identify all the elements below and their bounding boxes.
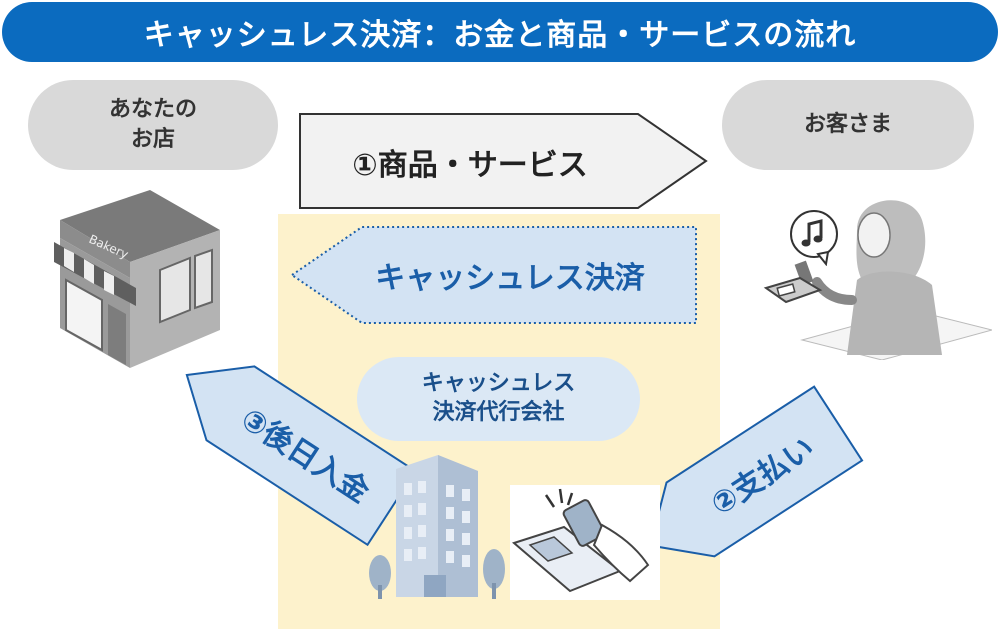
payment-arrow-shape bbox=[648, 385, 864, 558]
cashless-arrow bbox=[290, 226, 697, 324]
deposit-arrow: ③後日入金 bbox=[160, 335, 420, 548]
tree-icon bbox=[483, 549, 505, 589]
shop-label-line-1: あなたの bbox=[108, 97, 197, 123]
cashless-arrow-label: キャッシュレス決済 bbox=[375, 261, 645, 296]
shop-label: あなたの お店 bbox=[28, 80, 278, 170]
customer-label: お客さま bbox=[722, 80, 974, 170]
page-title: キャッシュレス決済：お金と商品・サービスの流れ bbox=[2, 2, 998, 62]
agency-label-line-1: キャッシュレス bbox=[421, 371, 576, 397]
goods-arrow bbox=[299, 113, 708, 209]
deposit-arrow-shape bbox=[185, 365, 417, 547]
customer-icon bbox=[763, 200, 992, 360]
music-note-icon bbox=[790, 210, 838, 266]
payment-agency-label: キャッシュレス 決済代行会社 bbox=[357, 357, 640, 441]
shop-icon: Bakery bbox=[54, 190, 220, 368]
payment-terminal-icon bbox=[510, 485, 660, 600]
shop-label-line-2: お店 bbox=[130, 127, 175, 152]
office-building-icon bbox=[369, 455, 505, 599]
payment-arrow: ②支払い bbox=[623, 383, 866, 585]
agency-label-line-2: 決済代行会社 bbox=[432, 400, 565, 425]
goods-arrow-label: ①商品・サービス bbox=[352, 148, 588, 183]
